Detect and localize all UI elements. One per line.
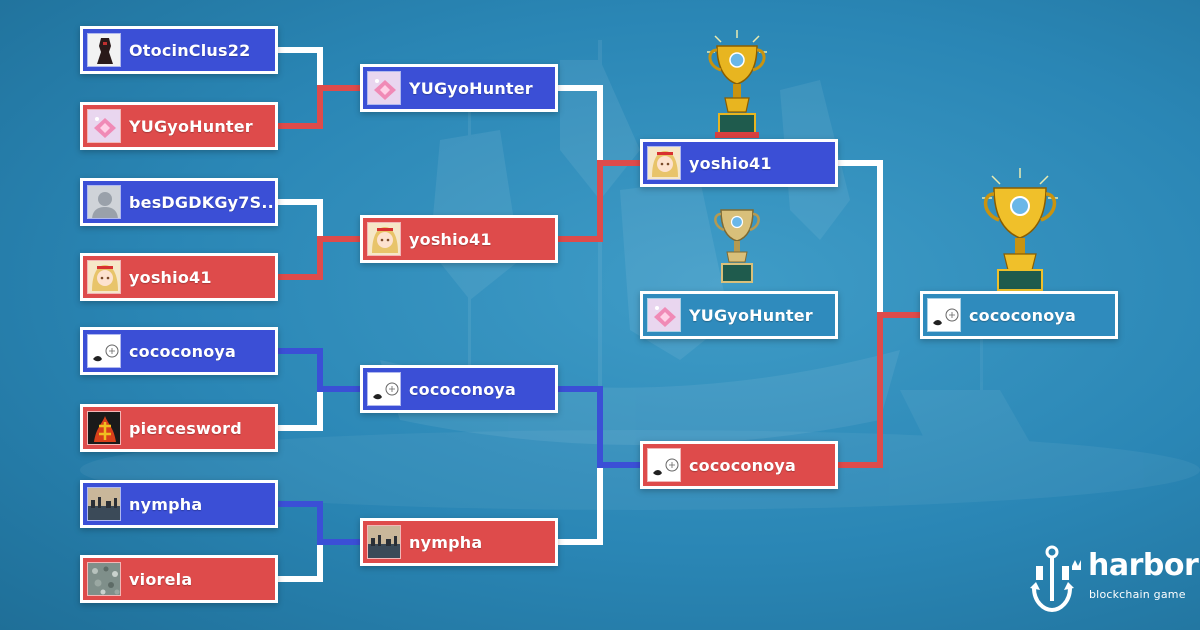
chick-sketch-avatar — [927, 298, 961, 332]
default-user-avatar — [87, 185, 121, 219]
pebbles-avatar — [87, 562, 121, 596]
chick-sketch-avatar — [367, 372, 401, 406]
r2-slot-2[interactable]: yoshio41 — [360, 215, 558, 263]
connector-final-top — [838, 163, 880, 315]
r3-slot-2[interactable]: cococonoya — [640, 441, 838, 489]
connector-r1-m3-top — [278, 351, 362, 389]
player-name: yoshio41 — [689, 154, 772, 173]
r1-slot-4[interactable]: yoshio41 — [80, 253, 278, 301]
champion-trophy-icon — [980, 168, 1060, 292]
player-name: besDGDKGy7S.. — [129, 193, 274, 212]
connector-r2-m2-top — [558, 389, 642, 465]
player-name: nympha — [409, 533, 482, 552]
r1-slot-7[interactable]: nympha — [80, 480, 278, 528]
player-name: cococonoya — [969, 306, 1076, 325]
dark-knight-avatar — [87, 33, 121, 67]
champion-slot[interactable]: cococonoya — [920, 291, 1118, 339]
player-name: viorela — [129, 570, 192, 589]
pink-gem-avatar — [87, 109, 121, 143]
chick-sketch-avatar — [87, 334, 121, 368]
player-name: cococonoya — [409, 380, 516, 399]
player-name: YUGyoHunter — [689, 306, 813, 325]
connector-r1-m3-bottom — [278, 389, 320, 428]
r1-slot-3[interactable]: besDGDKGy7S.. — [80, 178, 278, 226]
r2-slot-1[interactable]: YUGyoHunter — [360, 64, 558, 112]
connector-final-bottom — [838, 315, 922, 465]
pink-gem-avatar — [647, 298, 681, 332]
gold-trophy-icon — [705, 30, 769, 140]
city-skyline-avatar — [367, 525, 401, 559]
blonde-girl-avatar — [367, 222, 401, 256]
player-name: nympha — [129, 495, 202, 514]
player-name: OtocinClus22 — [129, 41, 250, 60]
r2-slot-3[interactable]: cococonoya — [360, 365, 558, 413]
pink-gem-avatar — [367, 71, 401, 105]
silver-trophy-icon — [712, 204, 762, 288]
connector-r1-m1-top — [278, 50, 320, 88]
r3-slot-1[interactable]: yoshio41 — [640, 139, 838, 187]
chick-sketch-avatar — [647, 448, 681, 482]
player-name: YUGyoHunter — [409, 79, 533, 98]
city-skyline-avatar — [87, 487, 121, 521]
anchor-logo-icon — [1028, 544, 1084, 616]
connector-r1-m2-top — [278, 202, 320, 239]
player-name: cococonoya — [689, 456, 796, 475]
blonde-girl-avatar — [87, 260, 121, 294]
connector-r1-m2-bottom — [278, 239, 362, 277]
r1-slot-8[interactable]: viorela — [80, 555, 278, 603]
player-name: YUGyoHunter — [129, 117, 253, 136]
player-name: yoshio41 — [129, 268, 212, 287]
r2-slot-4[interactable]: nympha — [360, 518, 558, 566]
r1-slot-1[interactable]: OtocinClus22 — [80, 26, 278, 74]
harbor-logo[interactable]: harbor blockchain game — [1028, 544, 1188, 616]
brand-tagline: blockchain game — [1089, 588, 1186, 601]
connector-r1-m4-top — [278, 504, 362, 542]
r1-slot-2[interactable]: YUGyoHunter — [80, 102, 278, 150]
player-name: cococonoya — [129, 342, 236, 361]
player-name: yoshio41 — [409, 230, 492, 249]
player-name: piercesword — [129, 419, 242, 438]
connector-r2-m2-bottom — [558, 465, 600, 542]
connector-r2-m1-top — [558, 88, 600, 163]
connector-r2-m1-bottom — [558, 163, 642, 239]
blonde-girl-avatar — [647, 146, 681, 180]
third-place-slot[interactable]: YUGyoHunter — [640, 291, 838, 339]
connector-r1-m1-bottom — [278, 88, 362, 126]
r1-slot-6[interactable]: piercesword — [80, 404, 278, 452]
r1-slot-5[interactable]: cococonoya — [80, 327, 278, 375]
connector-r1-m4-bottom — [278, 542, 320, 579]
kanji-flame-avatar — [87, 411, 121, 445]
brand-name: harbor — [1088, 548, 1198, 583]
